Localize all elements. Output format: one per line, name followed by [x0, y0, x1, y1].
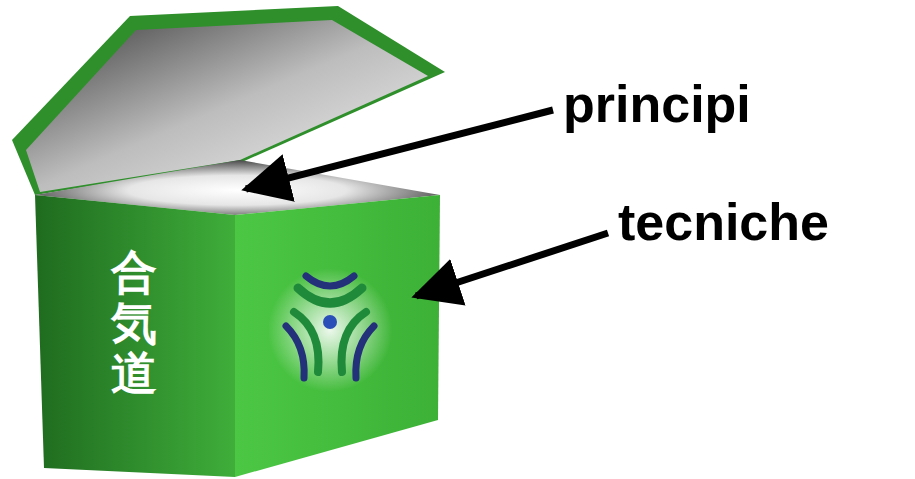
callout-label: principi: [563, 78, 751, 130]
leader-arrow: [416, 233, 608, 296]
box-right-face: [235, 195, 440, 477]
box-inscription: 合気道: [111, 247, 157, 399]
leader-arrow: [246, 110, 553, 189]
box-front-face: [35, 195, 235, 477]
box-node: 合気道: [35, 195, 235, 477]
callout-label: tecniche: [618, 196, 829, 248]
aikido-logo: [268, 268, 392, 392]
